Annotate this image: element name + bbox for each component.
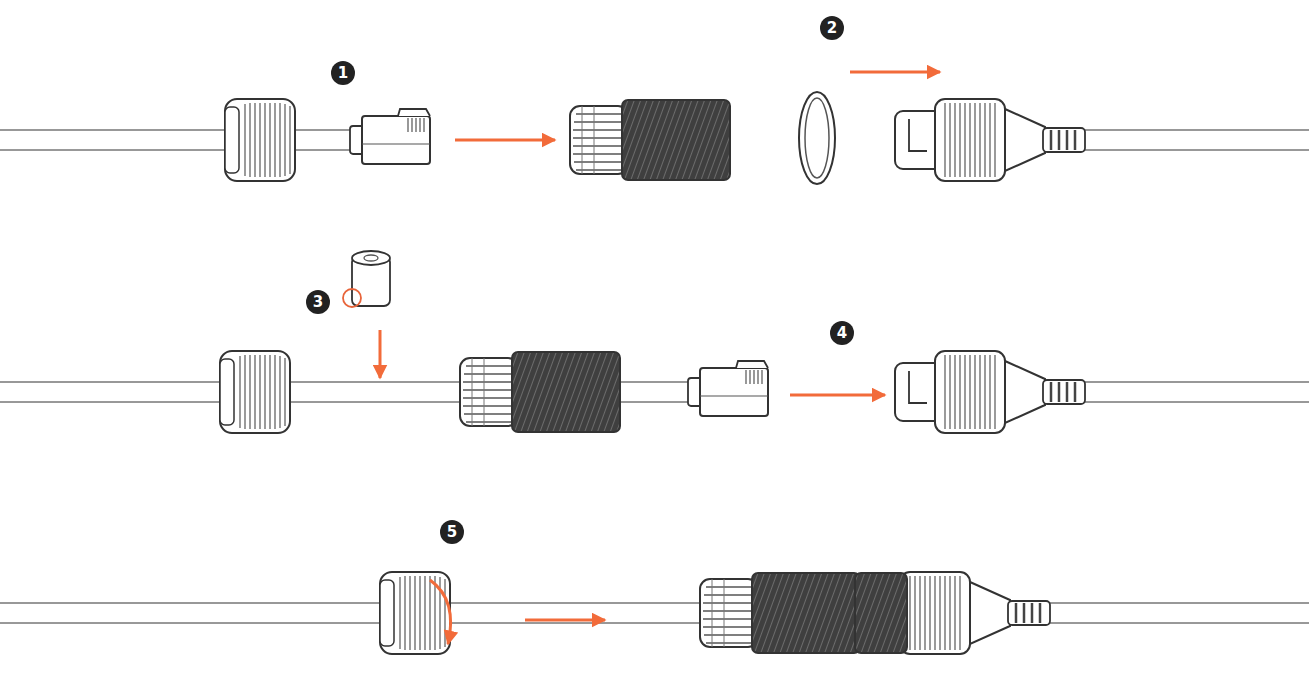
callout-number: 2 (820, 16, 844, 40)
callout-number: 4 (830, 321, 854, 345)
callout-number: 5 (440, 520, 464, 544)
callout-number: 3 (306, 290, 330, 314)
callout-number: 1 (331, 61, 355, 85)
